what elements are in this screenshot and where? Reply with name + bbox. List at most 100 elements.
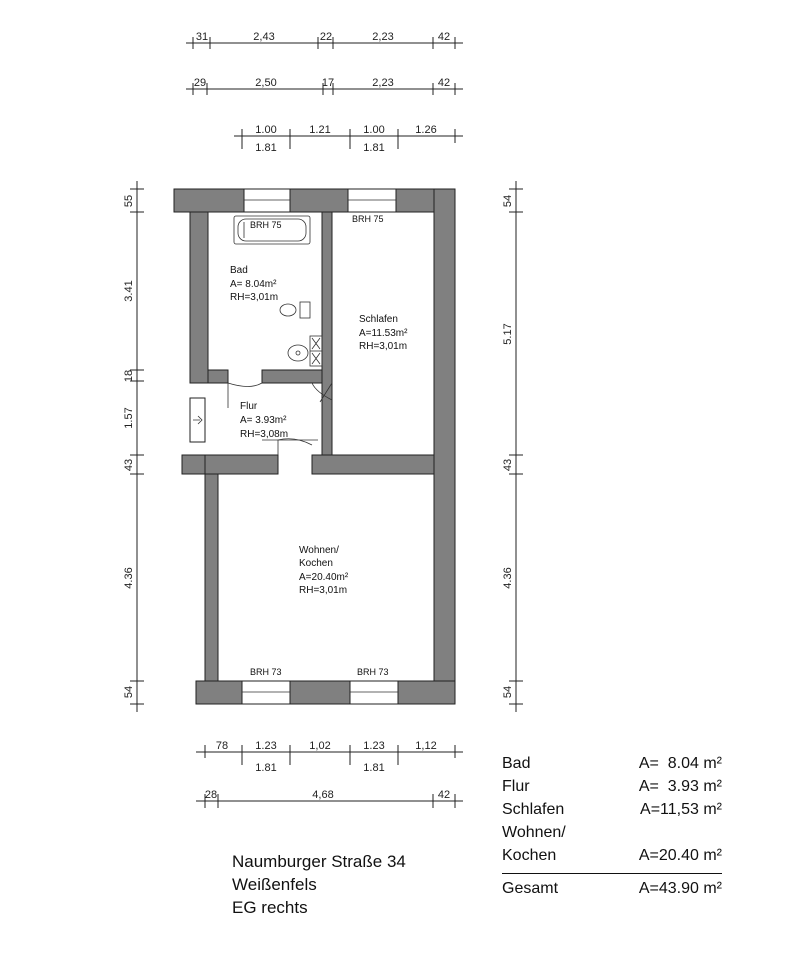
room-height: RH=3,01m — [299, 585, 347, 596]
dim-label: 29 — [194, 77, 206, 89]
summary-room-area: A= 8.04 m² — [638, 755, 722, 772]
summary-row: Wohnen/ — [502, 821, 722, 844]
dim-label: 1.26 — [415, 124, 436, 136]
dim-label: 1.57 — [123, 407, 135, 428]
dim-label: 1,12 — [415, 740, 436, 752]
summary-total-name: Gesamt — [502, 880, 559, 897]
dim-label: 1.81 — [363, 762, 384, 774]
room-area: A= 3.93m² — [240, 415, 287, 426]
dim-label: 55 — [123, 195, 135, 207]
dim-label: 1.23 — [363, 740, 384, 752]
summary-room-name: Bad — [502, 755, 531, 772]
room-wohnen-kochen: Wohnen/ Kochen A=20.40m² RH=3,01m — [299, 545, 349, 596]
address-block: Naumburger Straße 34 Weißenfels EG recht… — [232, 850, 406, 919]
door-swings — [227, 382, 333, 455]
room-name: Flur — [240, 401, 258, 412]
bathtub-icon — [233, 215, 311, 245]
dim-label: 1.81 — [255, 762, 276, 774]
room-schlafen: Schlafen A=11.53m² RH=3,01m — [359, 314, 408, 352]
dim-label: 17 — [322, 77, 334, 89]
dim-label: 42 — [438, 31, 450, 43]
brh-wohnen-left-label: BRH 73 — [250, 667, 282, 677]
summary-total-row: Gesamt A=43.90 m² — [502, 873, 722, 900]
room-name: Kochen — [299, 558, 333, 569]
dim-label: 1.00 — [255, 124, 276, 136]
room-area: A=11.53m² — [359, 328, 408, 339]
dim-label: 2,43 — [253, 31, 274, 43]
dim-label: 42 — [438, 77, 450, 89]
summary-row: Bad A= 8.04 m² — [502, 752, 722, 775]
summary-total-area: A=43.90 m² — [638, 880, 722, 897]
summary-row: Kochen A=20.40 m² — [502, 844, 722, 867]
dim-label: 43 — [502, 459, 514, 471]
door-wohnen-icon — [277, 438, 313, 455]
room-height: RH=3,01m — [230, 292, 278, 303]
summary-room-area: A=20.40 m² — [638, 847, 722, 864]
walls — [173, 188, 456, 705]
dim-label: 1.23 — [255, 740, 276, 752]
sink-icon — [287, 344, 309, 362]
room-area: A= 8.04m² — [230, 279, 277, 290]
dim-label: 1.81 — [255, 142, 276, 154]
dim-label: 42 — [438, 789, 450, 801]
dim-label: 4.36 — [502, 567, 514, 588]
top-dimension-row-3: 1.00 1.21 1.00 1.26 1.81 1.81 — [234, 124, 463, 154]
brh-wohnen-right-label: BRH 73 — [357, 667, 389, 677]
brh-schlafen-label: BRH 75 — [352, 214, 384, 224]
bottom-dimension-row-2: 28 4,68 42 — [196, 789, 463, 808]
dim-label: 1.81 — [363, 142, 384, 154]
dim-label: 4.36 — [123, 567, 135, 588]
toilet-icon — [279, 303, 297, 317]
room-height: RH=3,08m — [240, 429, 288, 440]
room-height: RH=3,01m — [359, 341, 407, 352]
window-wohnen-right — [349, 680, 399, 705]
dim-label: 1.21 — [309, 124, 330, 136]
dim-label: 28 — [205, 789, 217, 801]
dim-label: 18 — [123, 370, 135, 382]
dim-label: 2,23 — [372, 77, 393, 89]
top-dimension-row-1: 31 2,43 22 2,23 42 — [186, 31, 463, 49]
dim-label: 3.41 — [123, 280, 135, 301]
dim-label: 1,02 — [309, 740, 330, 752]
summary-room-name: Schlafen — [502, 801, 565, 818]
dim-label: 4,68 — [312, 789, 333, 801]
dim-label: 31 — [196, 31, 208, 43]
summary-room-area: A=11,53 m² — [640, 801, 722, 818]
dim-label: 22 — [320, 31, 332, 43]
left-dimensions: 55 3.41 18 1.57 43 4.36 54 — [123, 181, 144, 712]
summary-row: Schlafen A=11,53 m² — [502, 798, 722, 821]
summary-room-area: A= 3.93 m² — [638, 778, 722, 795]
summary-room-name: Wohnen/ — [502, 824, 566, 841]
dim-label: 5.17 — [502, 323, 514, 344]
summary-room-name: Flur — [502, 778, 530, 795]
dim-label: 78 — [216, 740, 228, 752]
door-bad-icon — [227, 382, 263, 408]
room-name: Schlafen — [359, 314, 398, 325]
summary-room-name: Kochen — [502, 847, 557, 864]
room-name: Wohnen/ — [299, 545, 339, 556]
window-bad — [243, 188, 291, 213]
summary-row: Flur A= 3.93 m² — [502, 775, 722, 798]
room-flur: Flur A= 3.93m² RH=3,08m — [240, 401, 288, 440]
windows — [189, 188, 399, 705]
address-city: Weißenfels — [232, 875, 317, 894]
bathroom-fixtures — [233, 215, 323, 367]
room-bad: Bad A= 8.04m² RH=3,01m — [230, 265, 278, 303]
address-street: Naumburger Straße 34 — [232, 852, 406, 871]
bottom-dimension-row-1: 78 1.23 1,02 1.23 1,12 1.81 1.81 — [196, 740, 463, 774]
brh-bad-label: BRH 75 — [250, 220, 282, 230]
window-wohnen-left — [241, 680, 291, 705]
dim-label: 1.00 — [363, 124, 384, 136]
dim-label: 54 — [502, 686, 514, 698]
address-floor: EG rechts — [232, 898, 308, 917]
dim-label: 43 — [123, 459, 135, 471]
room-name: Bad — [230, 265, 248, 276]
top-dimension-row-2: 29 2,50 17 2,23 42 — [186, 77, 463, 95]
dim-label: 54 — [123, 686, 135, 698]
dim-label: 54 — [502, 195, 514, 207]
room-area: A=20.40m² — [299, 572, 349, 583]
area-summary: Bad A= 8.04 m² Flur A= 3.93 m² Schlafen … — [502, 752, 722, 900]
window-schlafen — [347, 188, 397, 213]
door-schlafen-icon — [311, 382, 333, 403]
